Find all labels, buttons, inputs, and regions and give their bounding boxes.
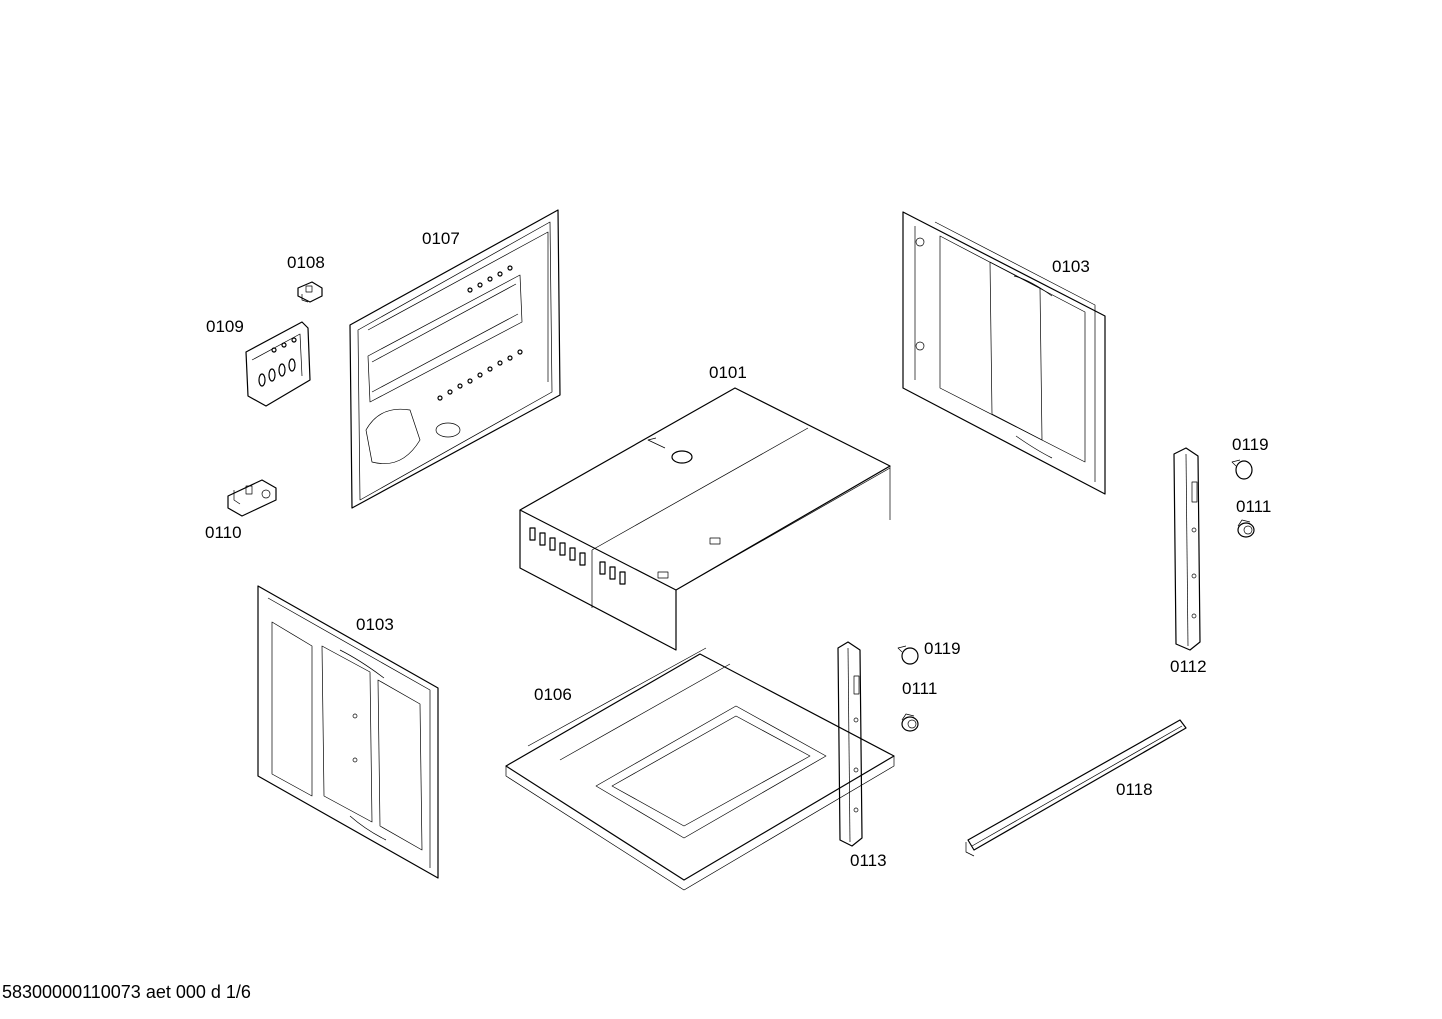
label-0119-right: 0119 [1232,435,1269,454]
part-0103-side-wall-left [257,585,439,879]
document-code-footer: 58300000110073 aet 000 d 1/6 [2,982,251,1002]
label-0103-top: 0103 [1052,257,1090,276]
label-0119-middle: 0119 [924,639,961,658]
part-0119-cap-right [1231,459,1253,480]
label-0110: 0110 [205,523,242,542]
part-0108-clip [297,281,323,303]
part-0119-cap-middle [897,645,919,665]
part-0109-bracket [245,321,311,407]
label-0103-bottom: 0103 [356,615,394,634]
label-0109: 0109 [206,317,244,336]
part-0101-top-cover [519,387,891,651]
label-0112: 0112 [1170,657,1207,676]
label-0106: 0106 [534,685,572,704]
part-0113-rail-middle [837,641,863,847]
part-0103-side-wall-right [902,211,1106,495]
label-0108: 0108 [287,253,325,272]
label-0107: 0107 [422,229,460,248]
label-0113: 0113 [850,851,887,870]
part-0111-knob-right [1237,519,1255,538]
part-0111-knob-middle [901,713,919,732]
label-0101: 0101 [709,363,747,382]
label-0111-middle: 0111 [902,679,938,698]
part-0112-rail-right [1173,447,1201,651]
label-0118: 0118 [1116,780,1153,799]
label-0111-right: 0111 [1236,497,1272,516]
part-0107-back-panel [349,209,561,509]
part-0118-rail-horizontal [965,719,1187,857]
part-0110-connector [227,479,277,517]
part-0106-bottom-panel [505,647,895,891]
